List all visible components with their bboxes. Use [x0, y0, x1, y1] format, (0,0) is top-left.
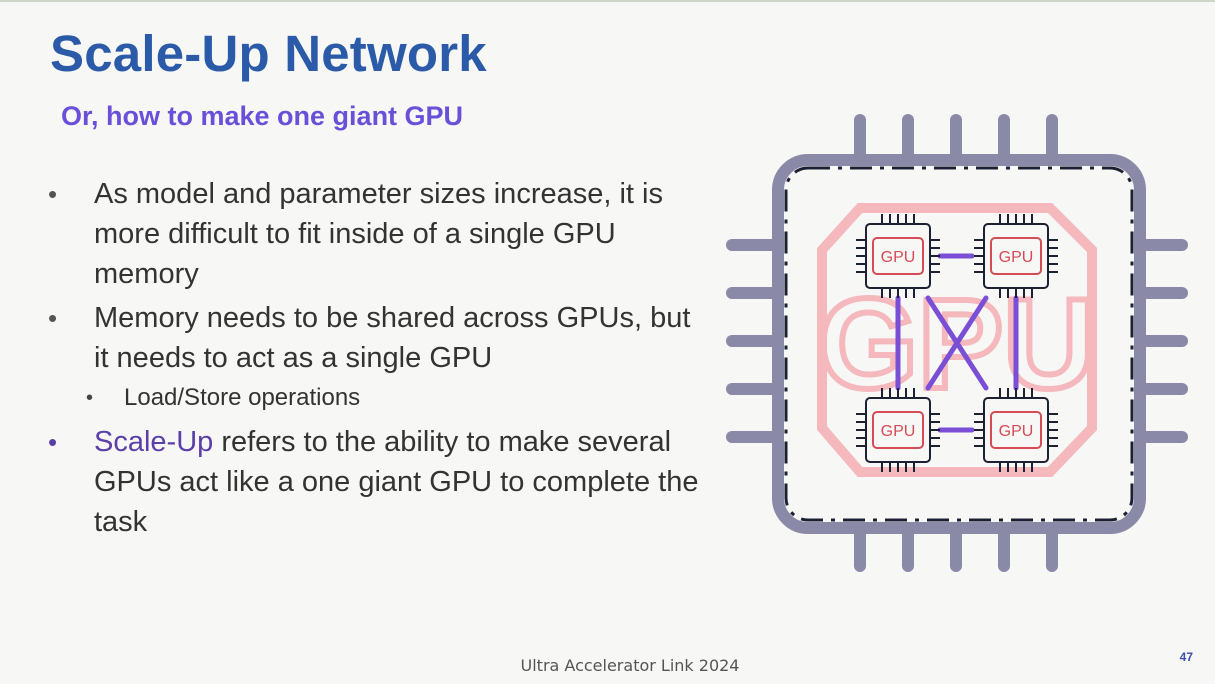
gpu-label: GPU: [881, 423, 916, 440]
bullet-dot: •: [86, 387, 94, 409]
slide-footer: Ultra Accelerator Link 2024: [520, 656, 740, 675]
bullet-list: • As model and parameter sizes increase,…: [48, 174, 708, 546]
gpu-links: [895, 253, 1019, 433]
bullet-item: • As model and parameter sizes increase,…: [48, 174, 708, 294]
bullet-text: As model and parameter sizes increase, i…: [94, 178, 663, 290]
bullet-dot: •: [48, 427, 58, 457]
bullet-text: refers to the ability to make several GP…: [94, 426, 699, 538]
sub-bullet-item: • Load/Store operations: [48, 380, 708, 416]
top-divider: [0, 0, 1215, 2]
chip-dashed-border: [784, 166, 1134, 522]
gpu-chip-top-left: GPU: [856, 214, 940, 298]
highlight-term: Scale-Up: [94, 426, 214, 458]
slide-title: Scale-Up Network: [50, 25, 487, 82]
inner-die-outline: [817, 203, 1097, 477]
gpu-label: GPU: [881, 249, 916, 266]
gpu-chip-top-right: GPU: [974, 214, 1058, 298]
gpu-chip-bottom-right: GPU: [974, 388, 1058, 472]
bullet-item: • Scale-Up refers to the ability to make…: [48, 422, 708, 542]
bullet-item: • Memory needs to be shared across GPUs,…: [48, 298, 708, 378]
sub-bullet-text: Load/Store operations: [124, 384, 361, 411]
chip-pins: [726, 114, 1188, 572]
bullet-dot: •: [48, 303, 58, 333]
chip-icon: GPU GPU: [726, 114, 1188, 572]
gpu-chip-bottom-left: GPU: [856, 388, 940, 472]
gpu-label: GPU: [999, 423, 1034, 440]
page-number: 47: [1179, 650, 1193, 664]
gpu-label: GPU: [999, 249, 1034, 266]
bullet-text: Memory needs to be shared across GPUs, b…: [94, 302, 691, 374]
slide-subtitle: Or, how to make one giant GPU: [61, 101, 464, 131]
bullet-dot: •: [48, 179, 58, 209]
